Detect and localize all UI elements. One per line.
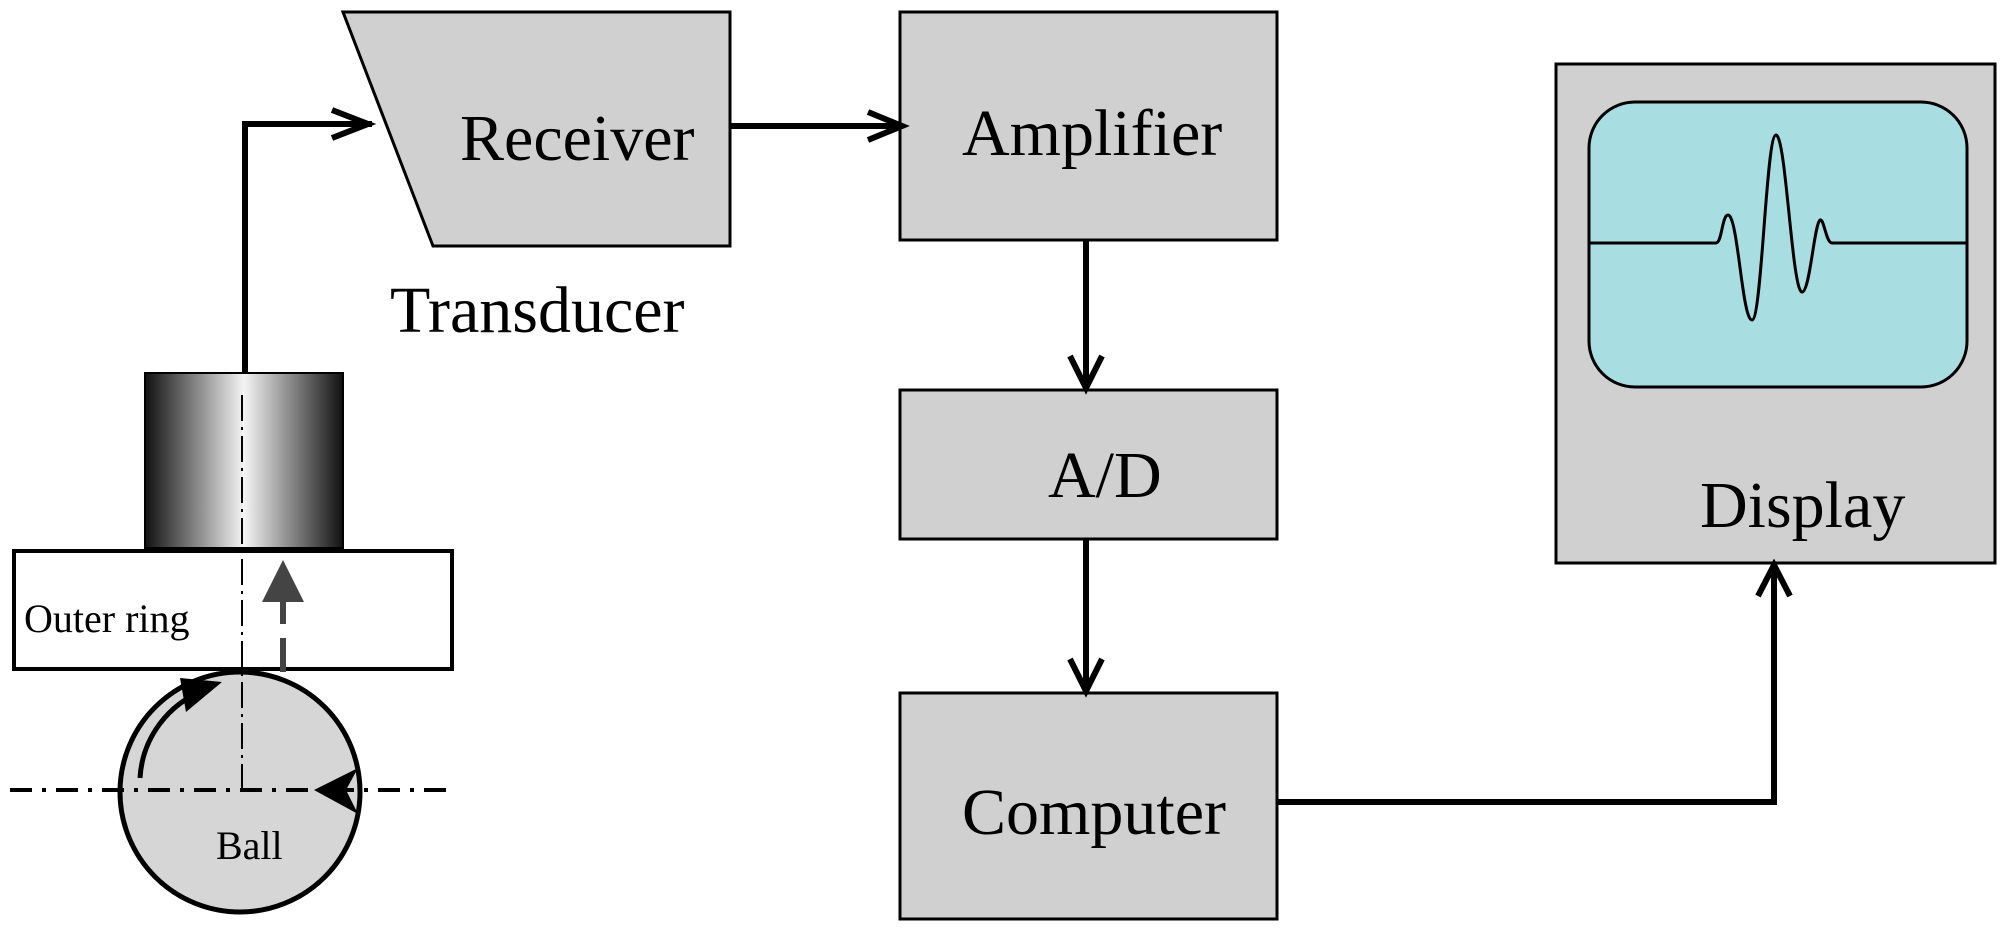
wire-display-arrow-icon [1755, 558, 1793, 598]
ad-converter-label: A/D [1048, 439, 1162, 512]
waveform-signal [1589, 133, 1967, 322]
amplifier-label: Amplifier [962, 97, 1222, 170]
computer-block [898, 691, 1279, 921]
transducer-label: Transducer [390, 274, 685, 347]
receiver-label: Receiver [460, 102, 695, 175]
wire-computer-arrow-icon [1067, 657, 1105, 698]
display-label: Display [1700, 469, 1905, 542]
wire-ad-arrow-icon [1067, 354, 1105, 395]
force-arrow-icon [314, 768, 358, 814]
ball-label: Ball [216, 823, 283, 868]
outer-ring-label: Outer ring [24, 596, 190, 641]
outer-ring [12, 549, 454, 671]
wire-sensor-to-receiver [242, 121, 372, 373]
vibration-arrow-icon [262, 560, 304, 602]
computer-label: Computer [962, 776, 1226, 849]
wire-amplifier-arrow-icon [866, 109, 910, 143]
sensor-body [144, 372, 344, 549]
rotation-arrow-icon [180, 678, 222, 712]
wire-sensor-arrow-icon [330, 107, 377, 141]
amplifier-block [898, 10, 1279, 242]
receiver-block [340, 10, 732, 248]
wire-computer-to-display [1277, 565, 1777, 805]
